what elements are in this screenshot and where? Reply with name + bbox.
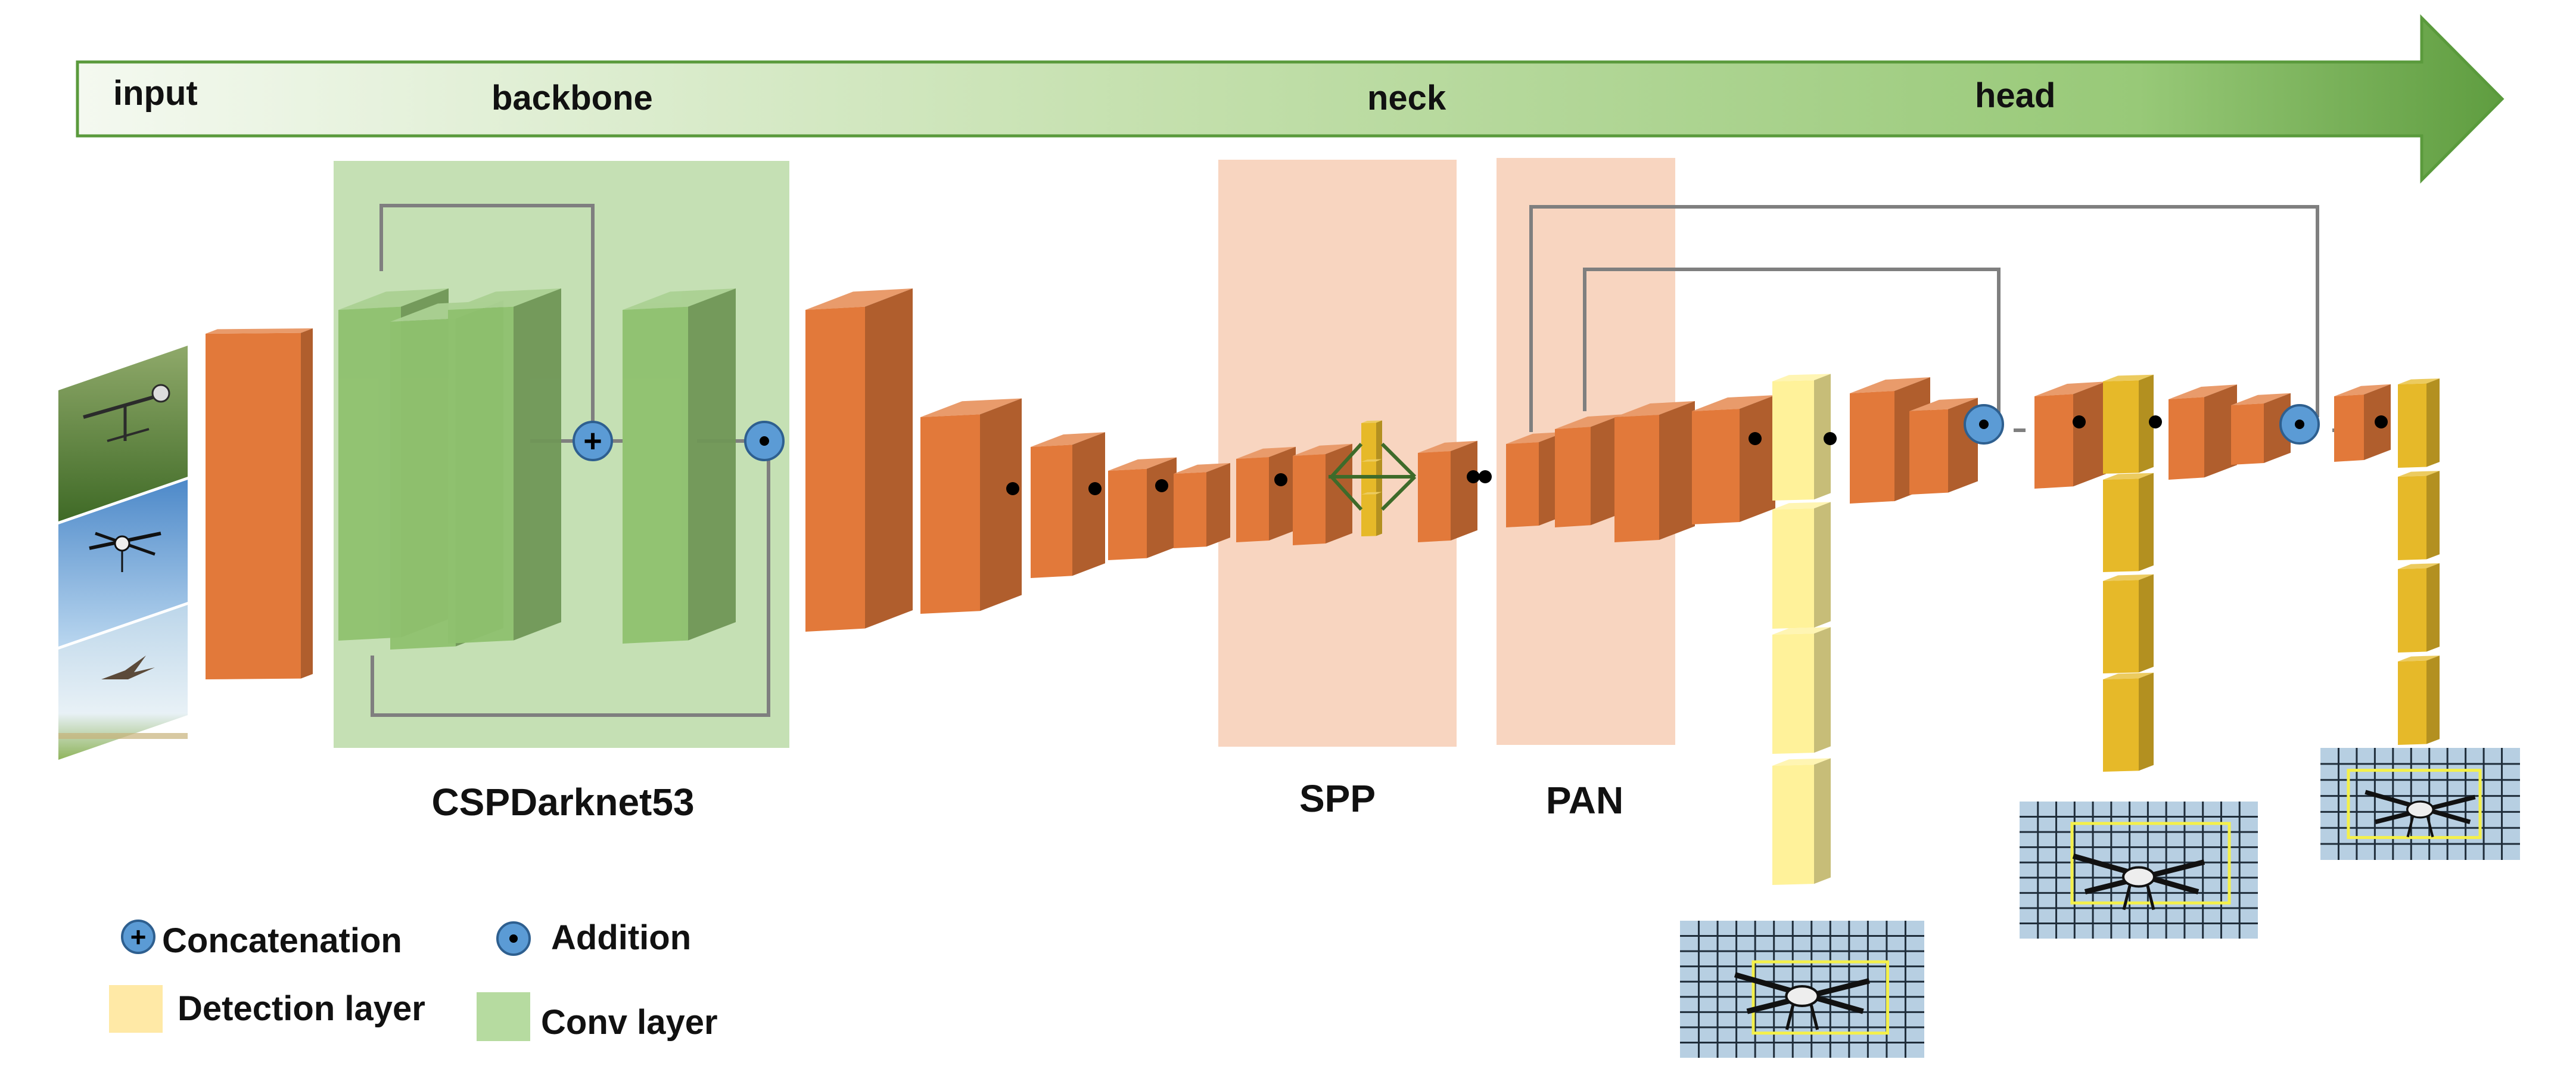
legend-conv-layer: Conv layer bbox=[477, 992, 718, 1042]
detection-layer-medium bbox=[2103, 672, 2154, 772]
circle-plus-icon: + bbox=[130, 921, 147, 952]
legend-concatenation-label: Concatenation bbox=[162, 921, 402, 960]
detection-layer-medium bbox=[2103, 574, 2154, 673]
detection-layer-large bbox=[1772, 374, 1831, 501]
detection-layer-large bbox=[1772, 502, 1831, 629]
separator-dot bbox=[1006, 482, 1019, 495]
separator-dot bbox=[1155, 479, 1168, 492]
spp-pool-layer bbox=[1361, 492, 1382, 536]
addition-nodes bbox=[744, 404, 2320, 461]
detection-grid-medium bbox=[2020, 802, 2258, 939]
legend-addition-label: Addition bbox=[551, 918, 691, 957]
circle-dot-icon bbox=[2295, 420, 2304, 429]
conv-layer bbox=[1031, 432, 1105, 578]
separator-dot bbox=[2073, 415, 2086, 428]
stage-label-backbone: backbone bbox=[491, 79, 653, 117]
conv-layer bbox=[1692, 395, 1775, 524]
conv-layer bbox=[805, 288, 913, 632]
pan-block-label: PAN bbox=[1546, 779, 1623, 822]
addition-node bbox=[744, 421, 785, 461]
conv-layer bbox=[1236, 446, 1296, 542]
detection-grids bbox=[1680, 748, 2520, 1058]
separator-dot bbox=[1824, 432, 1837, 445]
spp-pool-layer bbox=[1361, 459, 1382, 498]
conv-layer bbox=[1108, 457, 1177, 560]
conv-layer bbox=[1555, 414, 1623, 527]
drone-icon bbox=[1734, 972, 1870, 1030]
circle-dot-icon bbox=[760, 436, 769, 446]
legend-detection-layer: Detection layer bbox=[109, 985, 425, 1033]
conv-layer bbox=[2231, 393, 2291, 465]
legend-detection-layer-label: Detection layer bbox=[178, 989, 425, 1028]
circle-dot-icon bbox=[1979, 420, 1989, 429]
legend: + Concatenation Addition Detection layer… bbox=[109, 918, 718, 1042]
separator-dot bbox=[2375, 415, 2388, 428]
addition-node bbox=[2279, 404, 2320, 445]
detection-grid-small bbox=[2320, 748, 2520, 860]
separator-dot bbox=[1749, 432, 1762, 445]
separator-dot bbox=[1274, 473, 1287, 486]
drone-icon bbox=[2072, 853, 2205, 911]
conv-layer bbox=[1614, 401, 1695, 542]
separator-dot bbox=[1088, 482, 1102, 495]
input-image-bird bbox=[58, 605, 188, 760]
concat-node-backbone: + bbox=[573, 421, 613, 461]
input-images bbox=[58, 346, 188, 760]
input-conv-layer bbox=[206, 328, 313, 679]
detection-layer-small bbox=[2398, 656, 2440, 745]
separator-dot bbox=[1479, 470, 1492, 483]
spp-block-label: SPP bbox=[1299, 777, 1376, 820]
stage-label-input: input bbox=[113, 74, 198, 113]
backbone-block-label: CSPDarknet53 bbox=[431, 781, 694, 824]
conv-layer bbox=[1418, 440, 1477, 542]
conv-layer bbox=[1174, 463, 1230, 548]
stage-label-head: head bbox=[1975, 76, 2055, 115]
conv-layer bbox=[2034, 381, 2106, 489]
detection-layer-small bbox=[2398, 563, 2440, 653]
drone-icon bbox=[2365, 790, 2476, 837]
input-image-drone-sky bbox=[58, 480, 188, 647]
conv-layer bbox=[920, 398, 1022, 614]
legend-addition: Addition bbox=[496, 918, 691, 957]
input-image-drone-grass bbox=[58, 346, 188, 521]
detection-grid-large bbox=[1680, 921, 1924, 1058]
separator-dots bbox=[1006, 415, 2388, 495]
separator-dot bbox=[1467, 470, 1480, 483]
detection-layer-small bbox=[2398, 471, 2440, 560]
detection-layer-large bbox=[1772, 758, 1831, 885]
conv-layer bbox=[2169, 384, 2237, 480]
circle-plus-icon: + bbox=[583, 423, 602, 459]
conv-layer bbox=[1293, 443, 1352, 545]
spp-pool-layer bbox=[1361, 420, 1382, 471]
backbone-conv-layer bbox=[623, 288, 736, 644]
legend-concatenation: + Concatenation bbox=[121, 920, 402, 960]
stage-arrow bbox=[76, 14, 2505, 184]
addition-node bbox=[1964, 404, 2004, 445]
layer-blocks bbox=[206, 288, 2440, 885]
detection-layer-small bbox=[2398, 378, 2440, 468]
detection-layer-large bbox=[1772, 627, 1831, 754]
legend-conv-layer-label: Conv layer bbox=[541, 1003, 718, 1042]
detection-layer-medium bbox=[2103, 473, 2154, 572]
spp-arrows bbox=[1329, 442, 1417, 511]
circle-dot-icon bbox=[509, 934, 518, 943]
separator-dot bbox=[2149, 415, 2162, 428]
detection-layer-medium bbox=[2103, 374, 2154, 474]
backbone-conv-layer bbox=[448, 288, 561, 644]
stage-label-neck: neck bbox=[1367, 79, 1446, 117]
